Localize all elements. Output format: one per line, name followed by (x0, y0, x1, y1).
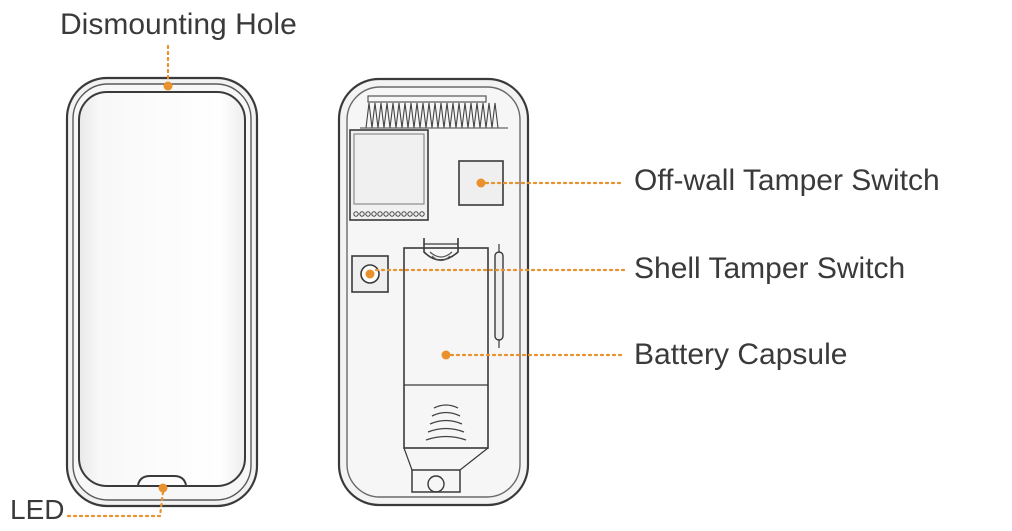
leader-led (66, 490, 165, 518)
shell-tamper-dot (365, 269, 375, 279)
circuit-board (349, 129, 429, 221)
dismounting-hole-label: Dismounting Hole (60, 8, 297, 41)
battery-capsule-label: Battery Capsule (634, 338, 848, 371)
front-view (65, 76, 259, 508)
antenna-coil (360, 95, 508, 129)
shell-tamper-switch-label: Shell Tamper Switch (634, 252, 906, 285)
battery-spring (425, 404, 467, 441)
battery-capsule-dot (441, 350, 451, 360)
off-wall-tamper-dot (476, 178, 486, 188)
off-wall-tamper-switch-label: Off-wall Tamper Switch (634, 164, 940, 197)
reed-switch (494, 244, 504, 348)
dismounting-hole-dot (163, 81, 173, 91)
led-window (137, 475, 187, 486)
battery-capsule (403, 247, 489, 449)
led-dot (158, 483, 168, 493)
led-label: LED (10, 494, 65, 525)
front-face (78, 91, 246, 487)
bottom-clip (403, 447, 489, 493)
leader-lines (66, 44, 626, 518)
back-view (337, 77, 530, 507)
battery-top-clip (423, 238, 459, 262)
